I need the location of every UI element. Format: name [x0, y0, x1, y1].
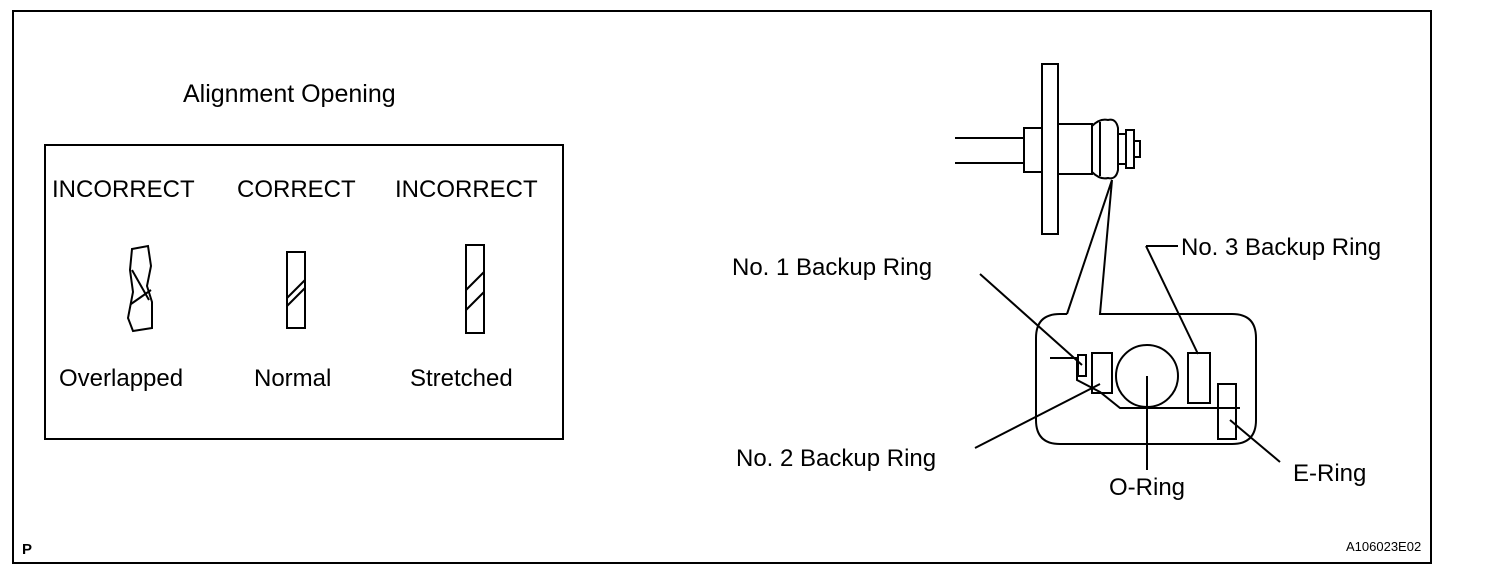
corner-mark: P [22, 541, 33, 558]
overlapped-ring-shape [126, 244, 153, 333]
heading-incorrect-stretched: INCORRECT [395, 176, 538, 203]
label-o-ring: O-Ring [1109, 474, 1186, 501]
caption-stretched: Stretched [410, 365, 513, 392]
label-no3-backup-ring: No. 3 Backup Ring [1181, 234, 1382, 261]
label-e-ring: E-Ring [1293, 460, 1367, 487]
leader-lines [974, 245, 1281, 470]
label-no1-backup-ring: No. 1 Backup Ring [732, 254, 933, 281]
normal-ring-shape [286, 251, 306, 329]
detail-internal-lines [1050, 344, 1240, 440]
heading-correct-normal: CORRECT [237, 176, 356, 203]
label-no2-backup-ring: No. 2 Backup Ring [736, 445, 937, 472]
heading-incorrect-overlapped: INCORRECT [52, 176, 195, 203]
injector-body [955, 63, 1141, 235]
stretched-ring-shape [465, 244, 485, 334]
figure-code: A106023E02 [1346, 539, 1422, 554]
caption-normal: Normal [254, 365, 332, 392]
figure-frame [12, 10, 1432, 564]
caption-overlapped: Overlapped [59, 365, 184, 392]
alignment-box [44, 144, 564, 440]
alignment-title: Alignment Opening [183, 80, 396, 108]
